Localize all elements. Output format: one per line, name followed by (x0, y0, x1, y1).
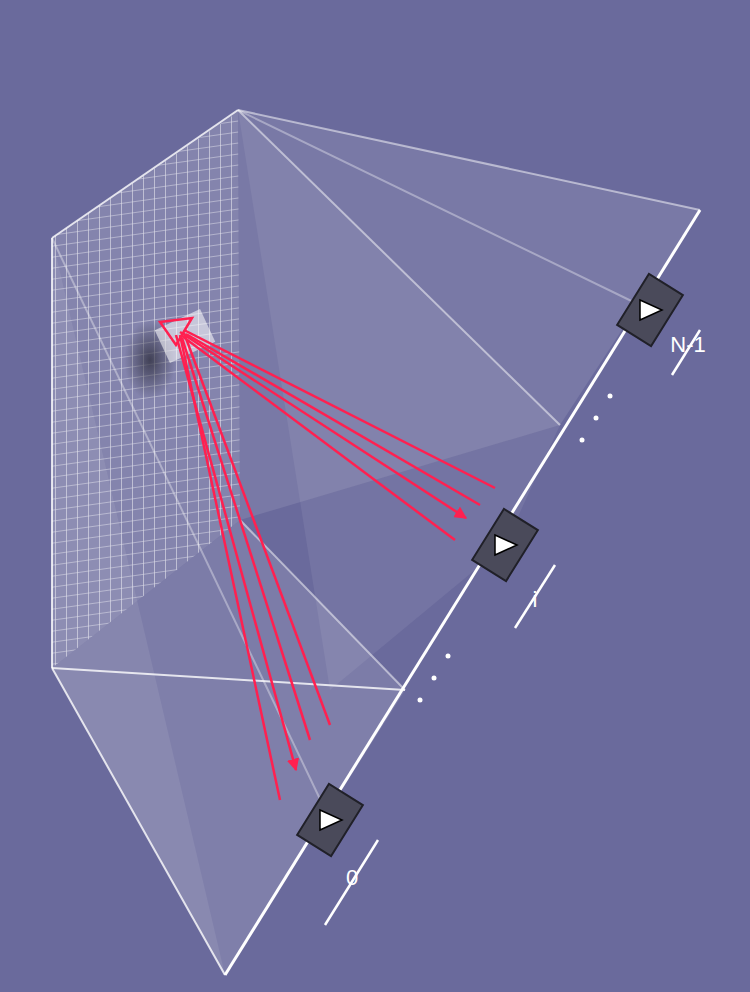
ellipsis-dots (418, 394, 613, 703)
scene-point (124, 309, 215, 400)
camera-index: N-1 (670, 334, 705, 356)
camera-icon (297, 784, 363, 856)
camera-index: 0 (346, 867, 358, 889)
camera-index: i (533, 589, 538, 611)
camera-icon (472, 509, 538, 581)
label-tick (325, 330, 700, 925)
ray-bundle (176, 330, 495, 800)
image-plane-grid (40, 90, 260, 690)
frustum-edges (52, 110, 700, 975)
camera-baseline (225, 210, 700, 975)
